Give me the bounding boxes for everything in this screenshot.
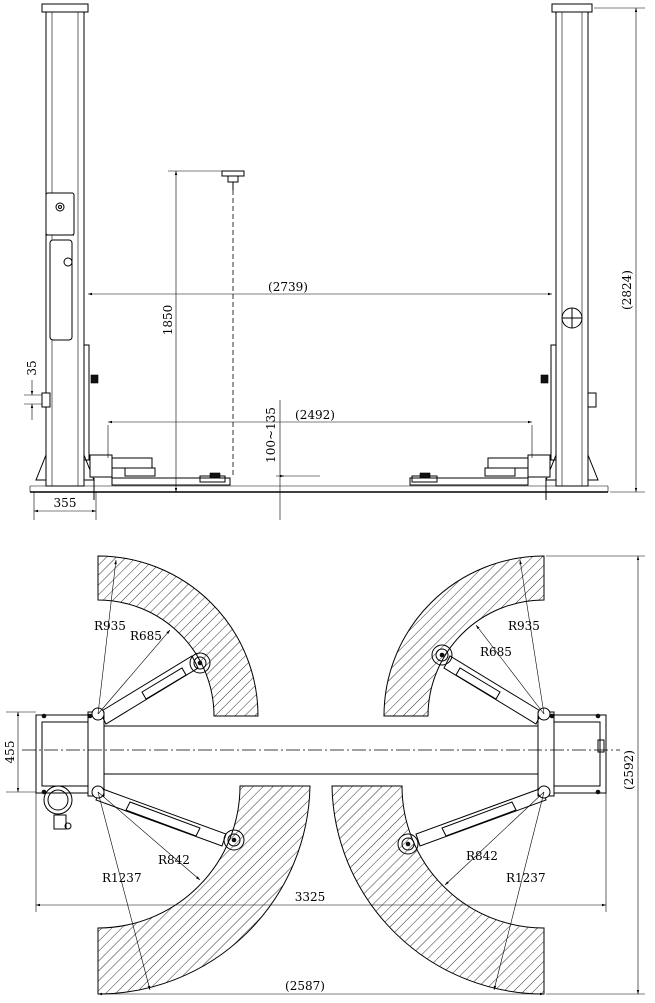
right-base-plate bbox=[537, 711, 607, 797]
raised-pad bbox=[221, 170, 245, 478]
radius-label-upper-right-inner: R685 bbox=[480, 645, 512, 659]
swing-zone-lower-right bbox=[331, 785, 545, 995]
dim-total-height-label: (2824) bbox=[620, 270, 634, 310]
swing-zone-upper-left bbox=[97, 555, 259, 717]
dim-arm-height: 1850 bbox=[161, 170, 222, 492]
dim-swing-width: (2587) bbox=[98, 979, 544, 996]
radius-leaders bbox=[97, 559, 545, 991]
dim-drive-width-label: (2492) bbox=[295, 408, 335, 422]
right-carriage-arms bbox=[409, 454, 551, 500]
dim-arm-height-label: 1850 bbox=[161, 305, 175, 336]
dim-total-height: (2824) bbox=[594, 7, 645, 493]
radius-label-lower-right-inner: R842 bbox=[466, 849, 498, 863]
left-base-plate bbox=[35, 711, 105, 830]
swing-zone-lower-left bbox=[97, 785, 311, 995]
dim-pad-height: 100~135 bbox=[264, 400, 320, 520]
dim-drive-width: (2492) bbox=[107, 408, 533, 458]
radius-label-lower-left-inner: R842 bbox=[158, 853, 190, 867]
dim-lock-offset: 35 bbox=[24, 360, 597, 420]
dim-overall-depth: (2592) bbox=[546, 555, 645, 995]
radius-label-upper-right-outer: R935 bbox=[508, 619, 540, 633]
arm-lower-right bbox=[397, 785, 551, 855]
radius-label-upper-left-inner: R685 bbox=[130, 629, 162, 643]
left-carriage-arms bbox=[89, 454, 231, 500]
swing-zone-upper-right bbox=[383, 555, 545, 717]
radius-label-lower-left-outer: R1237 bbox=[102, 871, 142, 885]
plan-view: R935 R685 R935 R685 R842 R1237 R842 R123… bbox=[3, 555, 645, 996]
dim-column-width: 455 bbox=[3, 711, 36, 793]
dim-column-width-label: 455 bbox=[3, 741, 17, 764]
dim-overall-width-label: 3325 bbox=[295, 890, 326, 904]
radius-label-lower-right-outer: R1237 bbox=[506, 871, 546, 885]
left-column bbox=[35, 3, 99, 487]
dim-pad-height-label: 100~135 bbox=[264, 407, 278, 463]
front-elevation-view: (2739) (2824) 1850 (2492) 10 bbox=[24, 3, 645, 520]
dim-inner-width-label: (2739) bbox=[268, 280, 308, 294]
dim-base-width: 355 bbox=[33, 492, 97, 520]
radius-label-upper-left-outer: R935 bbox=[94, 619, 126, 633]
right-column bbox=[540, 3, 599, 487]
arm-lower-left bbox=[91, 785, 245, 851]
arm-upper-left bbox=[91, 652, 211, 725]
dim-overall-depth-label: (2592) bbox=[622, 750, 636, 790]
dim-swing-width-label: (2587) bbox=[285, 979, 325, 993]
dim-lock-offset-label: 35 bbox=[25, 360, 39, 375]
dim-base-width-label: 355 bbox=[54, 496, 77, 510]
dim-overall-width: 3325 bbox=[35, 790, 607, 912]
dim-inner-width: (2739) bbox=[88, 280, 552, 296]
